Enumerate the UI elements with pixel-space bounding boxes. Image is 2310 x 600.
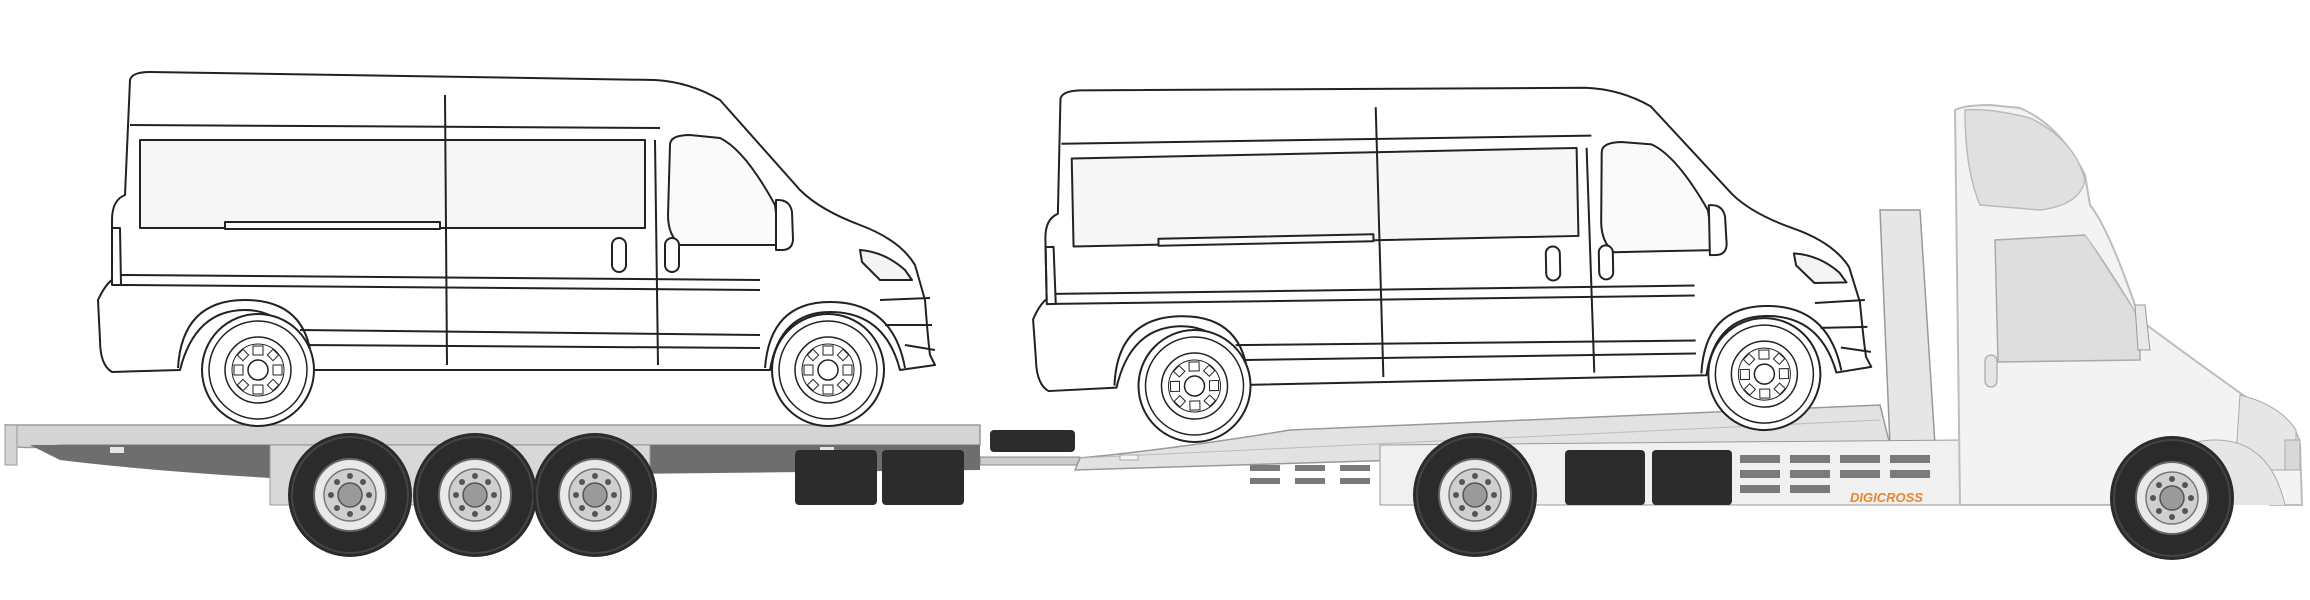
carrier-truck: DIGICROSS [1073,103,2304,561]
van-on-truck [1027,72,1873,445]
hitch [990,430,1075,452]
trailer [4,424,1081,558]
van-on-trailer [97,71,936,427]
brand-logo: DIGICROSS [1850,490,1923,505]
